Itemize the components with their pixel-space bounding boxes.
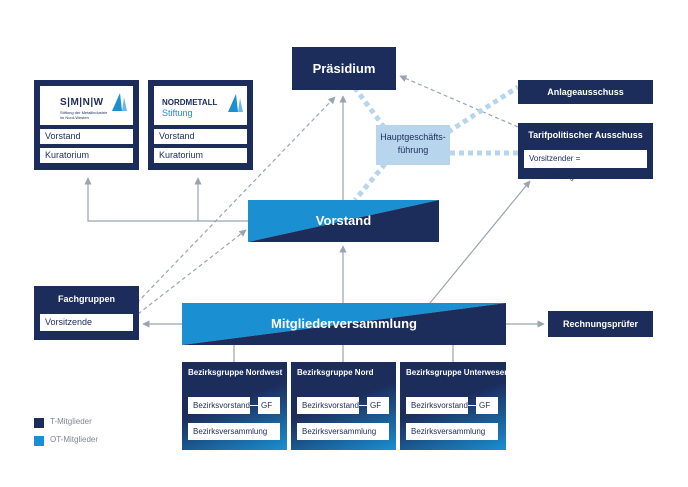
gf-field: GF: [476, 397, 498, 414]
smnw-logo-sub1: Stiftung der Metallindustrie: [60, 110, 108, 115]
nordmetall-stiftung-box: NORDMETALL Stiftung Vorstand Kuratorium: [148, 80, 253, 170]
anlageausschuss-box: Anlageausschuss: [518, 80, 653, 104]
nordmetall-row-kuratorium: Kuratorium: [154, 148, 247, 163]
rechnungspruefer-box: Rechnungsprüfer: [548, 311, 653, 337]
bezirksgruppe-nord: Bezirksgruppe Nord Bezirksvorstand GF Be…: [291, 362, 396, 450]
bezirksgruppe-title: Bezirksgruppe Nord: [297, 368, 374, 377]
hgf-line2: führung: [397, 145, 429, 155]
nordmetall-logo-line1: NORDMETALL: [162, 98, 218, 107]
legend-label-ot: OT-Mitglieder: [50, 435, 99, 444]
smnw-logo: S|M|N|W Stiftung der Metallindustrie im …: [40, 86, 133, 125]
vorstand-box: Vorstand: [248, 200, 439, 242]
bezirksversammlung-field: Bezirksversammlung: [188, 423, 280, 440]
bezirksgruppe-nordwest: Bezirksgruppe Nordwest Bezirksvorstand G…: [182, 362, 287, 450]
bezirksgruppe-title: Bezirksgruppe Nordwest: [188, 368, 283, 377]
sail-icon: [112, 93, 127, 111]
fachgruppen-box: Fachgruppen Vorsitzende: [34, 286, 139, 340]
hauptgeschaeftsfuehrung-box: Hauptgeschäfts- führung: [376, 125, 450, 165]
bezirksvorstand-field: Bezirksvorstand: [188, 397, 250, 414]
bezirksvorstand-field: Bezirksvorstand: [406, 397, 468, 414]
bezirksvorstand-field: Bezirksvorstand: [297, 397, 359, 414]
bezirksgruppe-unterweser: Bezirksgruppe Unterweser Bezirksvorstand…: [400, 362, 508, 450]
smnw-row-vorstand: Vorstand: [40, 129, 133, 144]
sail-icon: [228, 94, 243, 112]
mitgliederversammlung-background: [182, 303, 506, 345]
tarif-title: Tarifpolitischer Ausschuss: [528, 130, 643, 140]
vorstand-background: [248, 200, 439, 242]
nordmetall-logo-line2: Stiftung: [162, 108, 193, 118]
legend-swatch-ot: [34, 436, 44, 446]
tarif-row: Vorsitzender = Verhandlungsführer: [524, 150, 647, 181]
legend-swatch-t: [34, 418, 44, 428]
gf-field: GF: [367, 397, 389, 414]
legend-label-t: T-Mitglieder: [50, 417, 92, 426]
tarifpolitischer-ausschuss-box: Tarifpolitischer Ausschuss Vorsitzender …: [518, 123, 653, 181]
bezirksgruppe-title: Bezirksgruppe Unterweser: [406, 368, 508, 377]
legend: T-Mitglieder OT-Mitglieder: [34, 417, 154, 451]
fachgruppen-title: Fachgruppen: [57, 294, 115, 304]
fachgruppen-row: Vorsitzende: [40, 314, 133, 331]
mitgliederversammlung-label: Mitgliederversammlung: [271, 316, 417, 331]
bezirksversammlung-field: Bezirksversammlung: [406, 423, 498, 440]
nordmetall-logo: NORDMETALL Stiftung: [154, 86, 247, 125]
hgf-line1: Hauptgeschäfts-: [380, 132, 446, 142]
mitgliederversammlung-box: Mitgliederversammlung: [182, 303, 506, 345]
smnw-row-kuratorium: Kuratorium: [40, 148, 133, 163]
nordmetall-row-vorstand: Vorstand: [154, 129, 247, 144]
praesidium-box: Präsidium: [292, 47, 396, 90]
smnw-stiftung-box: S|M|N|W Stiftung der Metallindustrie im …: [34, 80, 139, 170]
bezirksversammlung-field: Bezirksversammlung: [297, 423, 389, 440]
vorstand-label: Vorstand: [315, 213, 372, 228]
smnw-logo-sub2: im Nord-Westen: [60, 115, 89, 120]
smnw-logo-text: S|M|N|W: [60, 97, 104, 108]
gf-field: GF: [258, 397, 280, 414]
